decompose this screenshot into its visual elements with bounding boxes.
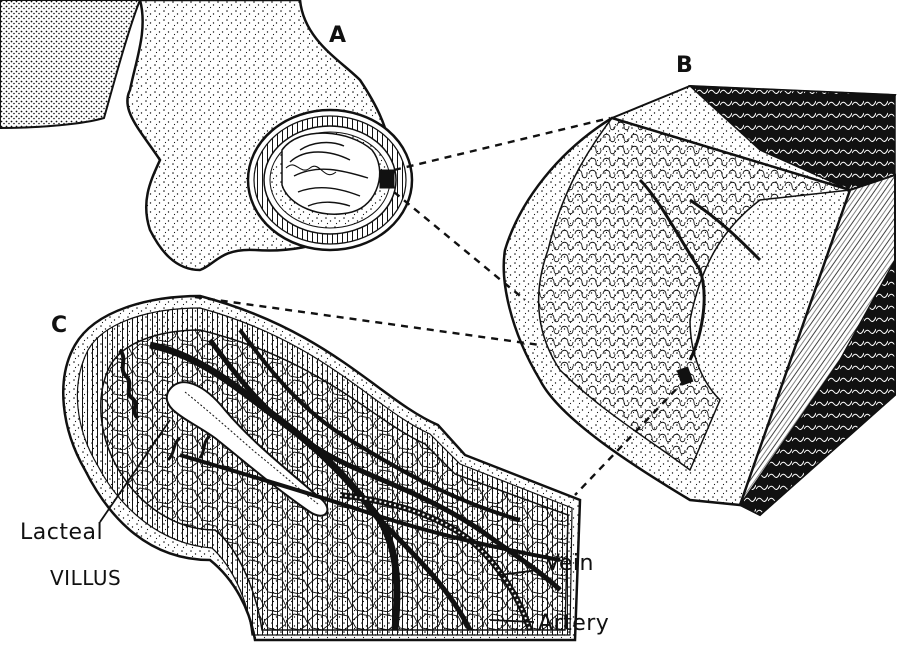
panel-c-label: C	[51, 315, 67, 337]
vein-label: Vein	[545, 553, 594, 575]
villus-title: VILLUS	[50, 568, 121, 588]
panel-c-villus	[63, 296, 580, 640]
body-background	[0, 0, 140, 128]
panel-b-wall-block	[504, 86, 895, 515]
lacteal-label: Lacteal	[20, 522, 103, 544]
panel-a-label: A	[329, 25, 346, 47]
intestine-cross-section	[248, 110, 412, 250]
sample-block-marker	[380, 170, 394, 188]
artery-label: Artery	[538, 613, 609, 635]
panel-b-label: B	[676, 55, 693, 77]
panel-a-intestine	[0, 0, 412, 270]
